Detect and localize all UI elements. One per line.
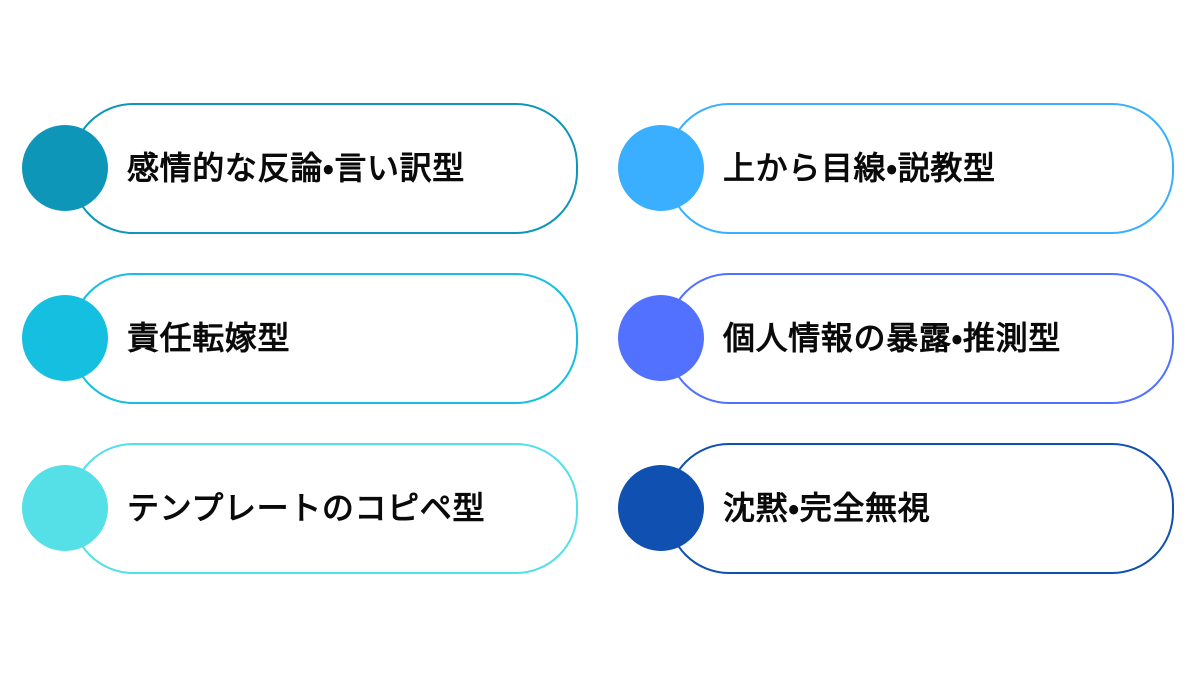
list-item[interactable]: 責任転嫁型 — [22, 273, 578, 404]
card-label: 個人情報の暴露・推測型 — [723, 320, 1061, 357]
list-item[interactable]: テンプレートのコピペ型 — [22, 443, 578, 574]
bullet-circle-icon — [618, 125, 704, 211]
card-label: 上から目線・説教型 — [723, 150, 996, 187]
list-item[interactable]: 上から目線・説教型 — [618, 103, 1174, 234]
list-item[interactable]: 感情的な反論・言い訳型 — [22, 103, 578, 234]
bullet-circle-icon — [618, 295, 704, 381]
card-outline — [71, 443, 578, 574]
bullet-circle-icon — [22, 125, 108, 211]
bullet-circle-icon — [618, 465, 704, 551]
card-label: 沈黙・完全無視 — [723, 490, 931, 527]
list-item[interactable]: 個人情報の暴露・推測型 — [618, 273, 1174, 404]
card-outline — [71, 273, 578, 404]
card-label: 感情的な反論・言い訳型 — [127, 150, 465, 187]
bullet-circle-icon — [22, 465, 108, 551]
list-item[interactable]: 沈黙・完全無視 — [618, 443, 1174, 574]
bullet-circle-icon — [22, 295, 108, 381]
card-outline — [667, 103, 1174, 234]
card-outline — [667, 443, 1174, 574]
card-outline — [667, 273, 1174, 404]
card-label: 責任転嫁型 — [127, 320, 291, 357]
card-label: テンプレートのコピペ型 — [127, 490, 486, 527]
card-outline — [71, 103, 578, 234]
